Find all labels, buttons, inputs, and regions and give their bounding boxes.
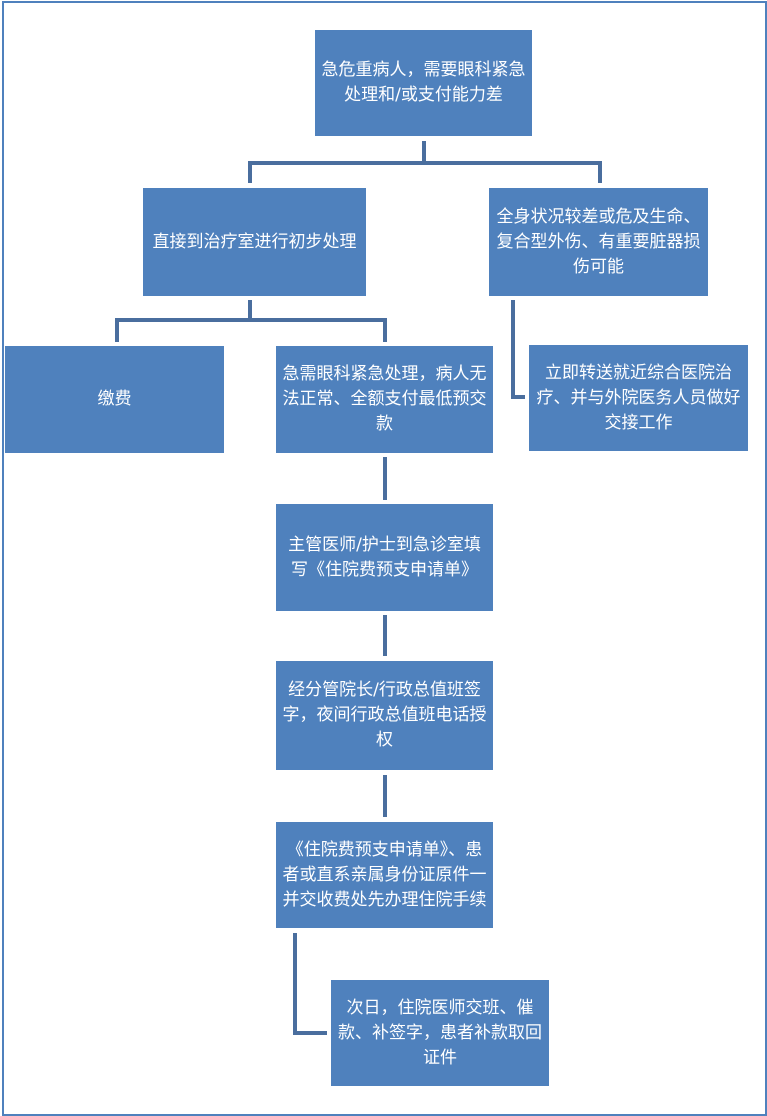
node-urgent-unable-pay: 急需眼科紧急处理，病人无法正常、全额支付最低预交款 — [276, 346, 493, 453]
connector-initial-split — [115, 300, 252, 342]
node-transfer-label: 立即转送就近综合医院治疗、并与外院医务人员做好交接工作 — [536, 362, 741, 433]
node-admission: 《住院费预支申请单》、患者或直系亲属身份证原件一并交收费处先办理住院手续 — [276, 822, 493, 928]
node-fill-form: 主管医师/护士到急诊室填写《住院费预支申请单》 — [276, 504, 493, 611]
node-urgent-unable-pay-label: 急需眼科紧急处理，病人无法正常、全额支付最低预交款 — [282, 364, 487, 434]
node-next-day-label: 次日，住院医师交班、催款、补签字，患者补款取回证件 — [338, 997, 542, 1068]
node-approval-label: 经分管院长/行政总值班签字，夜间行政总值班电话授权 — [282, 680, 487, 750]
node-admission-label: 《住院费预支申请单》、患者或直系亲属身份证原件一并交收费处先办理住院手续 — [282, 839, 487, 910]
connector-critical-transfer — [511, 300, 525, 399]
node-transfer: 立即转送就近综合医院治疗、并与外院医务人员做好交接工作 — [529, 345, 748, 451]
node-next-day: 次日，住院医师交班、催款、补签字，患者补款取回证件 — [331, 980, 549, 1086]
connector-initial-right — [250, 318, 387, 342]
node-fill-form-label: 主管医师/护士到急诊室填写《住院费预支申请单》 — [288, 534, 481, 580]
node-initial-treatment-label: 直接到治疗室进行初步处理 — [152, 231, 357, 252]
node-payment-label: 缴费 — [97, 389, 132, 409]
node-payment: 缴费 — [5, 346, 224, 453]
node-critical-condition: 全身状况较差或危及生命、复合型外伤、有重要脏器损伤可能 — [489, 188, 708, 296]
connector-root-split — [248, 141, 426, 183]
connector-admission-nextday — [293, 933, 327, 1035]
node-critical-condition-label: 全身状况较差或危及生命、复合型外伤、有重要脏器损伤可能 — [496, 206, 701, 277]
node-initial-treatment: 直接到治疗室进行初步处理 — [143, 188, 366, 296]
node-approval: 经分管院长/行政总值班签字，夜间行政总值班电话授权 — [276, 661, 493, 770]
node-root: 急危重病人，需要眼科紧急处理和/或支付能力差 — [315, 30, 532, 136]
node-root-label: 急危重病人，需要眼科紧急处理和/或支付能力差 — [321, 60, 526, 105]
connector-root-right — [424, 161, 602, 183]
